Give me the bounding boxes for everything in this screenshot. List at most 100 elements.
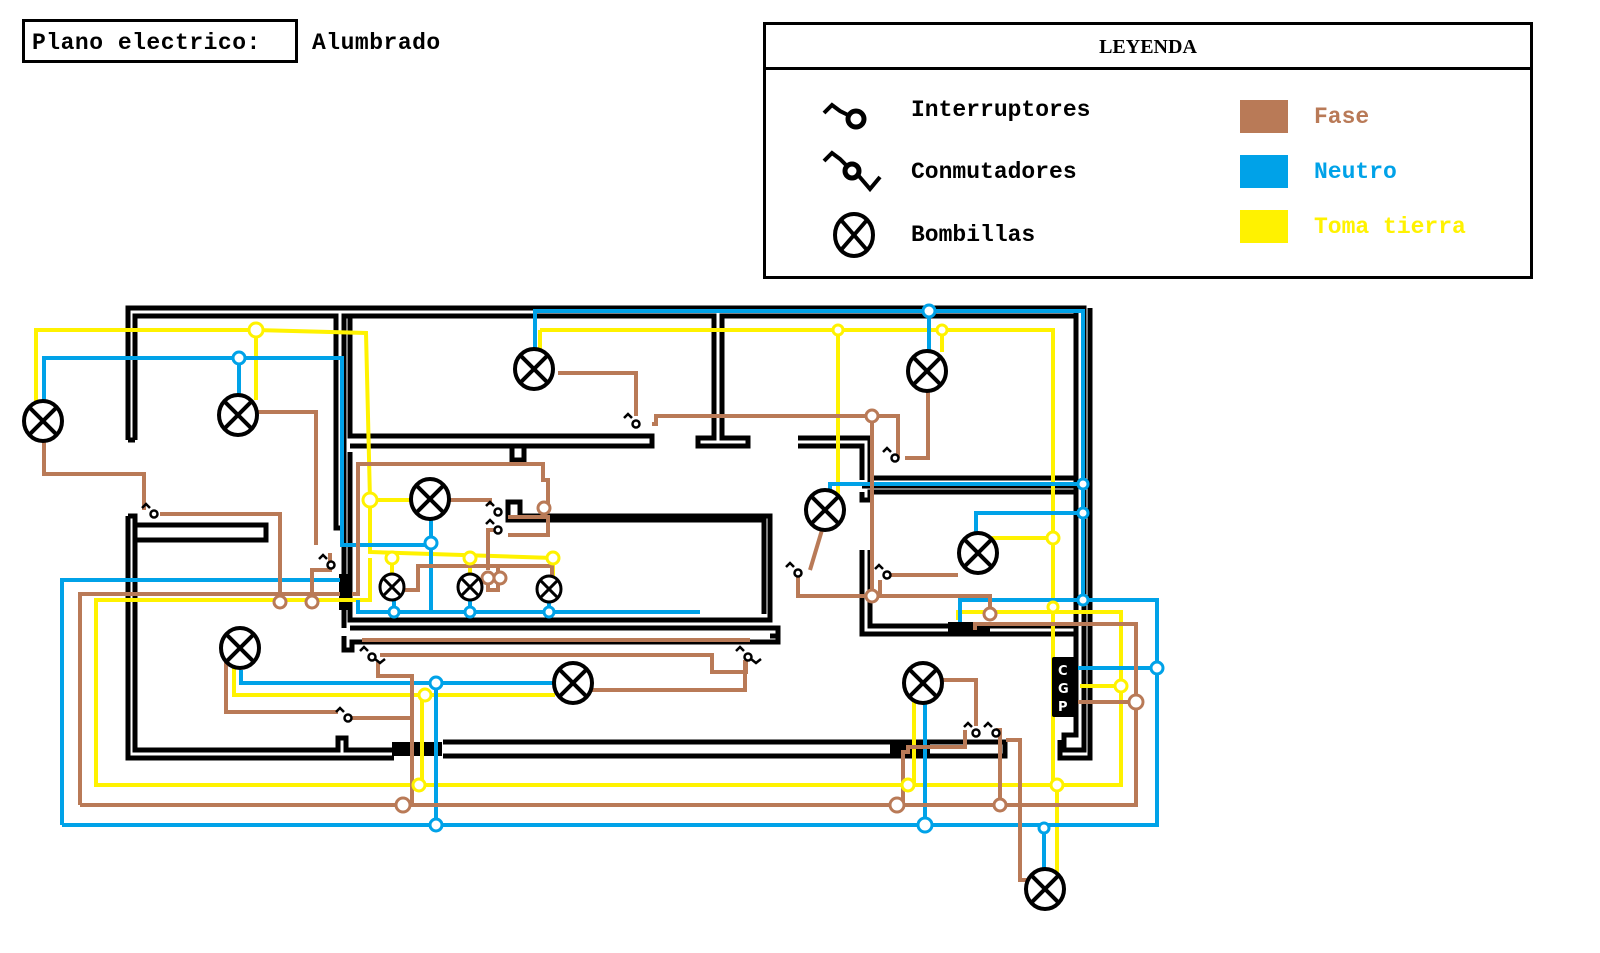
phase-wire [376,662,414,805]
junction-dot [428,817,444,833]
bulb-icon [535,574,563,604]
switch-lever [335,706,345,713]
phase-wire [42,440,146,510]
phase-wire [905,390,930,460]
phase-wire [258,410,318,545]
legend-label-two-way-switches: Conmutadores [911,159,1077,185]
legend: LEYENDA Interruptores Conmutadores Bombi… [763,22,1533,279]
junction-dot [462,550,478,566]
switch-lever [623,412,633,419]
phase-wire [400,564,554,592]
neutral-wire [356,600,700,614]
phase-wire [160,512,282,602]
switch-contact [971,728,981,738]
plan-title-label: Plano electrico: [32,30,261,56]
junction-box [392,742,442,756]
junction-dot [1076,506,1090,520]
switch-lever [882,446,892,453]
bulb-cross [539,579,559,599]
switch-icon [963,721,981,738]
junction-dot [864,588,880,604]
legend-label-neutro: Neutro [1314,159,1397,185]
legend-label-switches: Interruptores [911,97,1091,123]
bulb-cross [558,668,588,698]
switch-icon [623,412,641,429]
junction-dot [411,777,427,793]
junction-dot [1127,693,1145,711]
switch-contact [343,713,353,723]
bulbs [22,347,1066,911]
wall-segment [341,625,781,653]
junction-dot [536,500,552,516]
bulb-cross [382,577,402,597]
bulb-cross [519,354,549,384]
bulb-icon [552,661,594,705]
junction-dot [900,777,916,793]
switch-lever [359,645,369,652]
cgp-letter-p: P [1058,700,1068,715]
junction-dot [1076,593,1090,607]
junction-dot [272,594,288,610]
junction-dot [1149,660,1165,676]
switch-contact [743,652,753,662]
bulb-icon [217,393,259,437]
bulb-icon [378,572,406,602]
switch-icon [822,102,867,130]
junction-dot [247,321,265,339]
switch-contact [631,419,641,429]
junction-dot [1037,821,1051,835]
bulb-cross [223,400,253,430]
legend-label-tierra: Toma tierra [1314,214,1466,240]
switch-icon [485,500,503,517]
switch-icon [335,706,353,723]
two-way-switch-icon [822,150,882,193]
phase-wire [652,414,900,458]
phase-wire [901,730,967,805]
junctions [231,303,1165,835]
switch-tail [374,658,386,665]
neutral-wire [533,309,1085,622]
neutral-wires [42,309,1159,872]
ground-wire [232,665,555,697]
bulb-cross [908,668,938,698]
bulb-icon [804,488,846,532]
bulb-cross [963,538,993,568]
legend-label-fase: Fase [1314,104,1370,130]
wall-segment [132,516,394,753]
bulb-icon [219,626,261,670]
junction-dot [1045,530,1061,546]
wall-segment [770,633,781,642]
ground-wire [540,328,1055,785]
bulb-icon [513,347,555,391]
switch-icon [318,553,336,570]
phase-wire [80,622,1138,807]
phase-wire [592,660,747,692]
switch-icon [874,563,892,580]
junction-dot [394,796,412,814]
switch-lever [485,500,495,507]
junction-dot [982,606,998,622]
switch-tail [750,658,762,665]
neutral-wire [60,578,340,825]
bulb-icon [22,399,64,443]
phase-wire [940,678,978,726]
phase-wire [1006,738,1030,882]
switch-icon [141,502,159,519]
bulb-cross [225,633,255,663]
bulb-icon [833,212,875,258]
switch-contact [882,570,892,580]
junction-dot [463,605,477,619]
phase-wire [78,592,340,805]
junction-dot [417,687,433,703]
ground-wire [34,328,554,560]
wall-segment [125,305,1087,753]
bulb-cross [460,577,480,597]
wall-segment [798,443,865,480]
title-box [22,19,298,63]
bulb-cross [810,495,840,525]
switch-icon [485,518,503,535]
junction-dot [916,816,934,834]
junction-box [339,574,351,610]
neutro-swatch [1240,155,1288,188]
